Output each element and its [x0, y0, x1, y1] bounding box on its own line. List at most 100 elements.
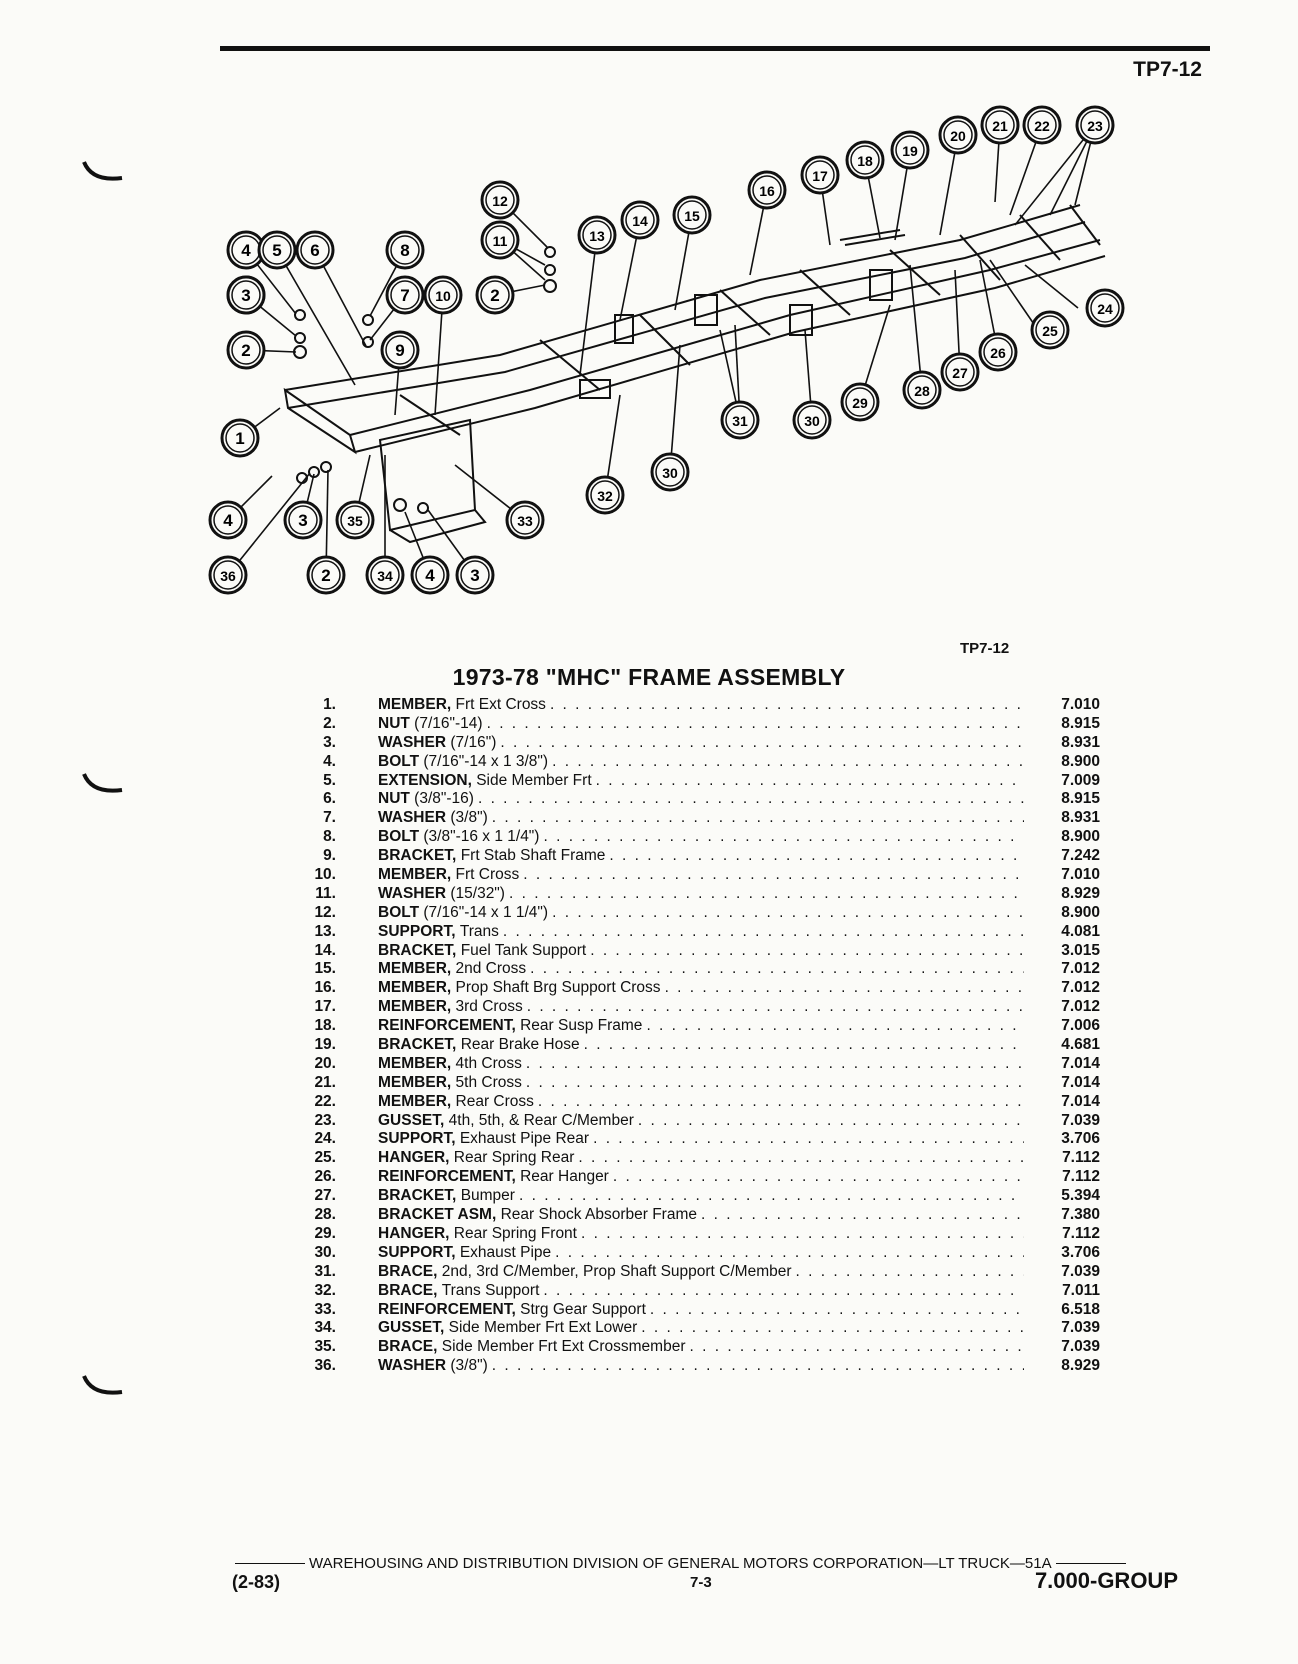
- callout-label: 34: [377, 568, 393, 584]
- leader-dots: [543, 1282, 1024, 1301]
- callout-label: 33: [517, 513, 533, 529]
- callout-29: 29: [840, 382, 880, 422]
- part-name: MEMBER,: [378, 979, 452, 997]
- part-group-number: 7.380: [1061, 1206, 1100, 1224]
- part-name: NUT: [378, 714, 410, 732]
- part-number: 34.: [314, 1319, 336, 1337]
- part-description: MEMBER, Frt Cross: [378, 866, 1024, 885]
- part-description: BRACKET, Rear Brake Hose: [378, 1036, 1024, 1055]
- callout-label: 17: [812, 168, 828, 184]
- callout-6: 6: [295, 230, 335, 270]
- part-number: 31.: [314, 1262, 336, 1280]
- part-row: 18.REINFORCEMENT, Rear Susp Frame7.006: [290, 1017, 1100, 1036]
- part-number: 7.: [323, 809, 336, 827]
- callout-28: 28: [902, 370, 942, 410]
- part-name: HANGER,: [378, 1149, 450, 1167]
- part-name: MEMBER,: [378, 866, 452, 884]
- leader-dots: [503, 923, 1024, 942]
- binder-hole-mark-icon: [82, 773, 123, 793]
- callout-label: 2: [490, 286, 499, 305]
- part-group-number: 3.706: [1061, 1130, 1100, 1148]
- part-row: 20.MEMBER, 4th Cross7.014: [290, 1055, 1100, 1074]
- callout-24: 24: [1085, 288, 1125, 328]
- callout-13: 13: [577, 215, 617, 255]
- leader-dots: [593, 1130, 1024, 1149]
- part-description: BRACKET, Bumper: [378, 1187, 1024, 1206]
- callout-17: 17: [800, 155, 840, 195]
- part-description: SUPPORT, Exhaust Pipe: [378, 1244, 1024, 1263]
- leader-dots: [519, 1187, 1024, 1206]
- leader-dots: [609, 847, 1024, 866]
- part-group-number: 7.014: [1061, 1073, 1100, 1091]
- part-number: 27.: [314, 1187, 336, 1205]
- callout-label: 5: [272, 241, 281, 260]
- part-row: 16.MEMBER, Prop Shaft Brg Support Cross7…: [290, 979, 1100, 998]
- callout-25: 25: [1030, 310, 1070, 350]
- callout-label: 3: [241, 286, 250, 305]
- part-description: HANGER, Rear Spring Front: [378, 1225, 1024, 1244]
- callout-label: 16: [759, 183, 775, 199]
- part-group-number: 7.012: [1061, 979, 1100, 997]
- callout-18: 18: [845, 140, 885, 180]
- callout-label: 23: [1087, 118, 1103, 134]
- leader-dots: [701, 1206, 1024, 1225]
- callout-label: 21: [992, 118, 1008, 134]
- callout-label: 3: [298, 511, 307, 530]
- callout-35: 35: [335, 500, 375, 540]
- part-row: 21.MEMBER, 5th Cross7.014: [290, 1074, 1100, 1093]
- leader-dots: [530, 960, 1024, 979]
- part-name: BOLT: [378, 752, 420, 770]
- part-name: WASHER: [378, 1357, 447, 1375]
- callout-label: 4: [425, 566, 435, 585]
- callout-11: 11: [480, 220, 520, 260]
- part-detail: Fuel Tank Support: [460, 941, 587, 959]
- part-number: 26.: [314, 1168, 336, 1186]
- part-row: 11.WASHER (15/32")8.929: [290, 885, 1100, 904]
- part-name: SUPPORT,: [378, 922, 456, 940]
- leader-dots: [796, 1263, 1024, 1282]
- callout-label: 4: [223, 511, 233, 530]
- part-group-number: 8.900: [1061, 903, 1100, 921]
- page-title: 1973-78 "MHC" FRAME ASSEMBLY: [452, 664, 846, 690]
- part-group-number: 8.931: [1061, 733, 1100, 751]
- callout-group: 1234567891011121314151617181920212223242…: [208, 105, 1125, 595]
- part-name: MEMBER,: [378, 1073, 452, 1091]
- footer-rule-right: [1055, 1563, 1126, 1564]
- part-detail: (7/16"-14): [414, 714, 483, 732]
- part-detail: 4th Cross: [455, 1054, 522, 1072]
- leader-dots: [523, 866, 1024, 885]
- leader-dots: [613, 1168, 1024, 1187]
- callout-label: 11: [493, 233, 508, 249]
- leader-dots: [550, 696, 1024, 715]
- part-number: 1.: [323, 696, 336, 713]
- footer-division-text: WAREHOUSING AND DISTRIBUTION DIVISION OF…: [309, 1555, 1052, 1572]
- callout-8: 8: [385, 230, 425, 270]
- part-row: 15.MEMBER, 2nd Cross7.012: [290, 960, 1100, 979]
- group-label: 7.000-GROUP: [1034, 1568, 1178, 1593]
- leader-dots: [527, 998, 1024, 1017]
- part-name: EXTENSION,: [378, 771, 472, 789]
- part-number: 3.: [323, 733, 336, 751]
- part-group-number: 7.242: [1061, 847, 1100, 865]
- part-number: 25.: [314, 1149, 336, 1167]
- callout-9: 9: [380, 330, 420, 370]
- part-group-number: 7.039: [1061, 1262, 1100, 1280]
- part-number: 35.: [314, 1338, 336, 1356]
- leader-dots: [650, 1301, 1024, 1320]
- top-rule: [220, 46, 1210, 51]
- part-number: 6.: [323, 790, 336, 808]
- part-group-number: 7.039: [1061, 1319, 1100, 1337]
- callout-label: 13: [589, 228, 605, 244]
- callout-3: 3: [455, 555, 495, 595]
- part-description: WASHER (7/16"): [378, 734, 1024, 753]
- part-detail: 2nd, 3rd C/Member, Prop Shaft Support C/…: [441, 1262, 792, 1280]
- part-description: WASHER (3/8"): [378, 809, 1024, 828]
- part-number: 10.: [314, 866, 336, 884]
- part-description: MEMBER, Rear Cross: [378, 1093, 1024, 1112]
- part-name: MEMBER,: [378, 960, 452, 978]
- part-group-number: 5.394: [1061, 1187, 1100, 1205]
- leader-dots: [638, 1112, 1024, 1131]
- part-group-number: 4.081: [1061, 922, 1100, 940]
- part-number: 32.: [314, 1281, 336, 1299]
